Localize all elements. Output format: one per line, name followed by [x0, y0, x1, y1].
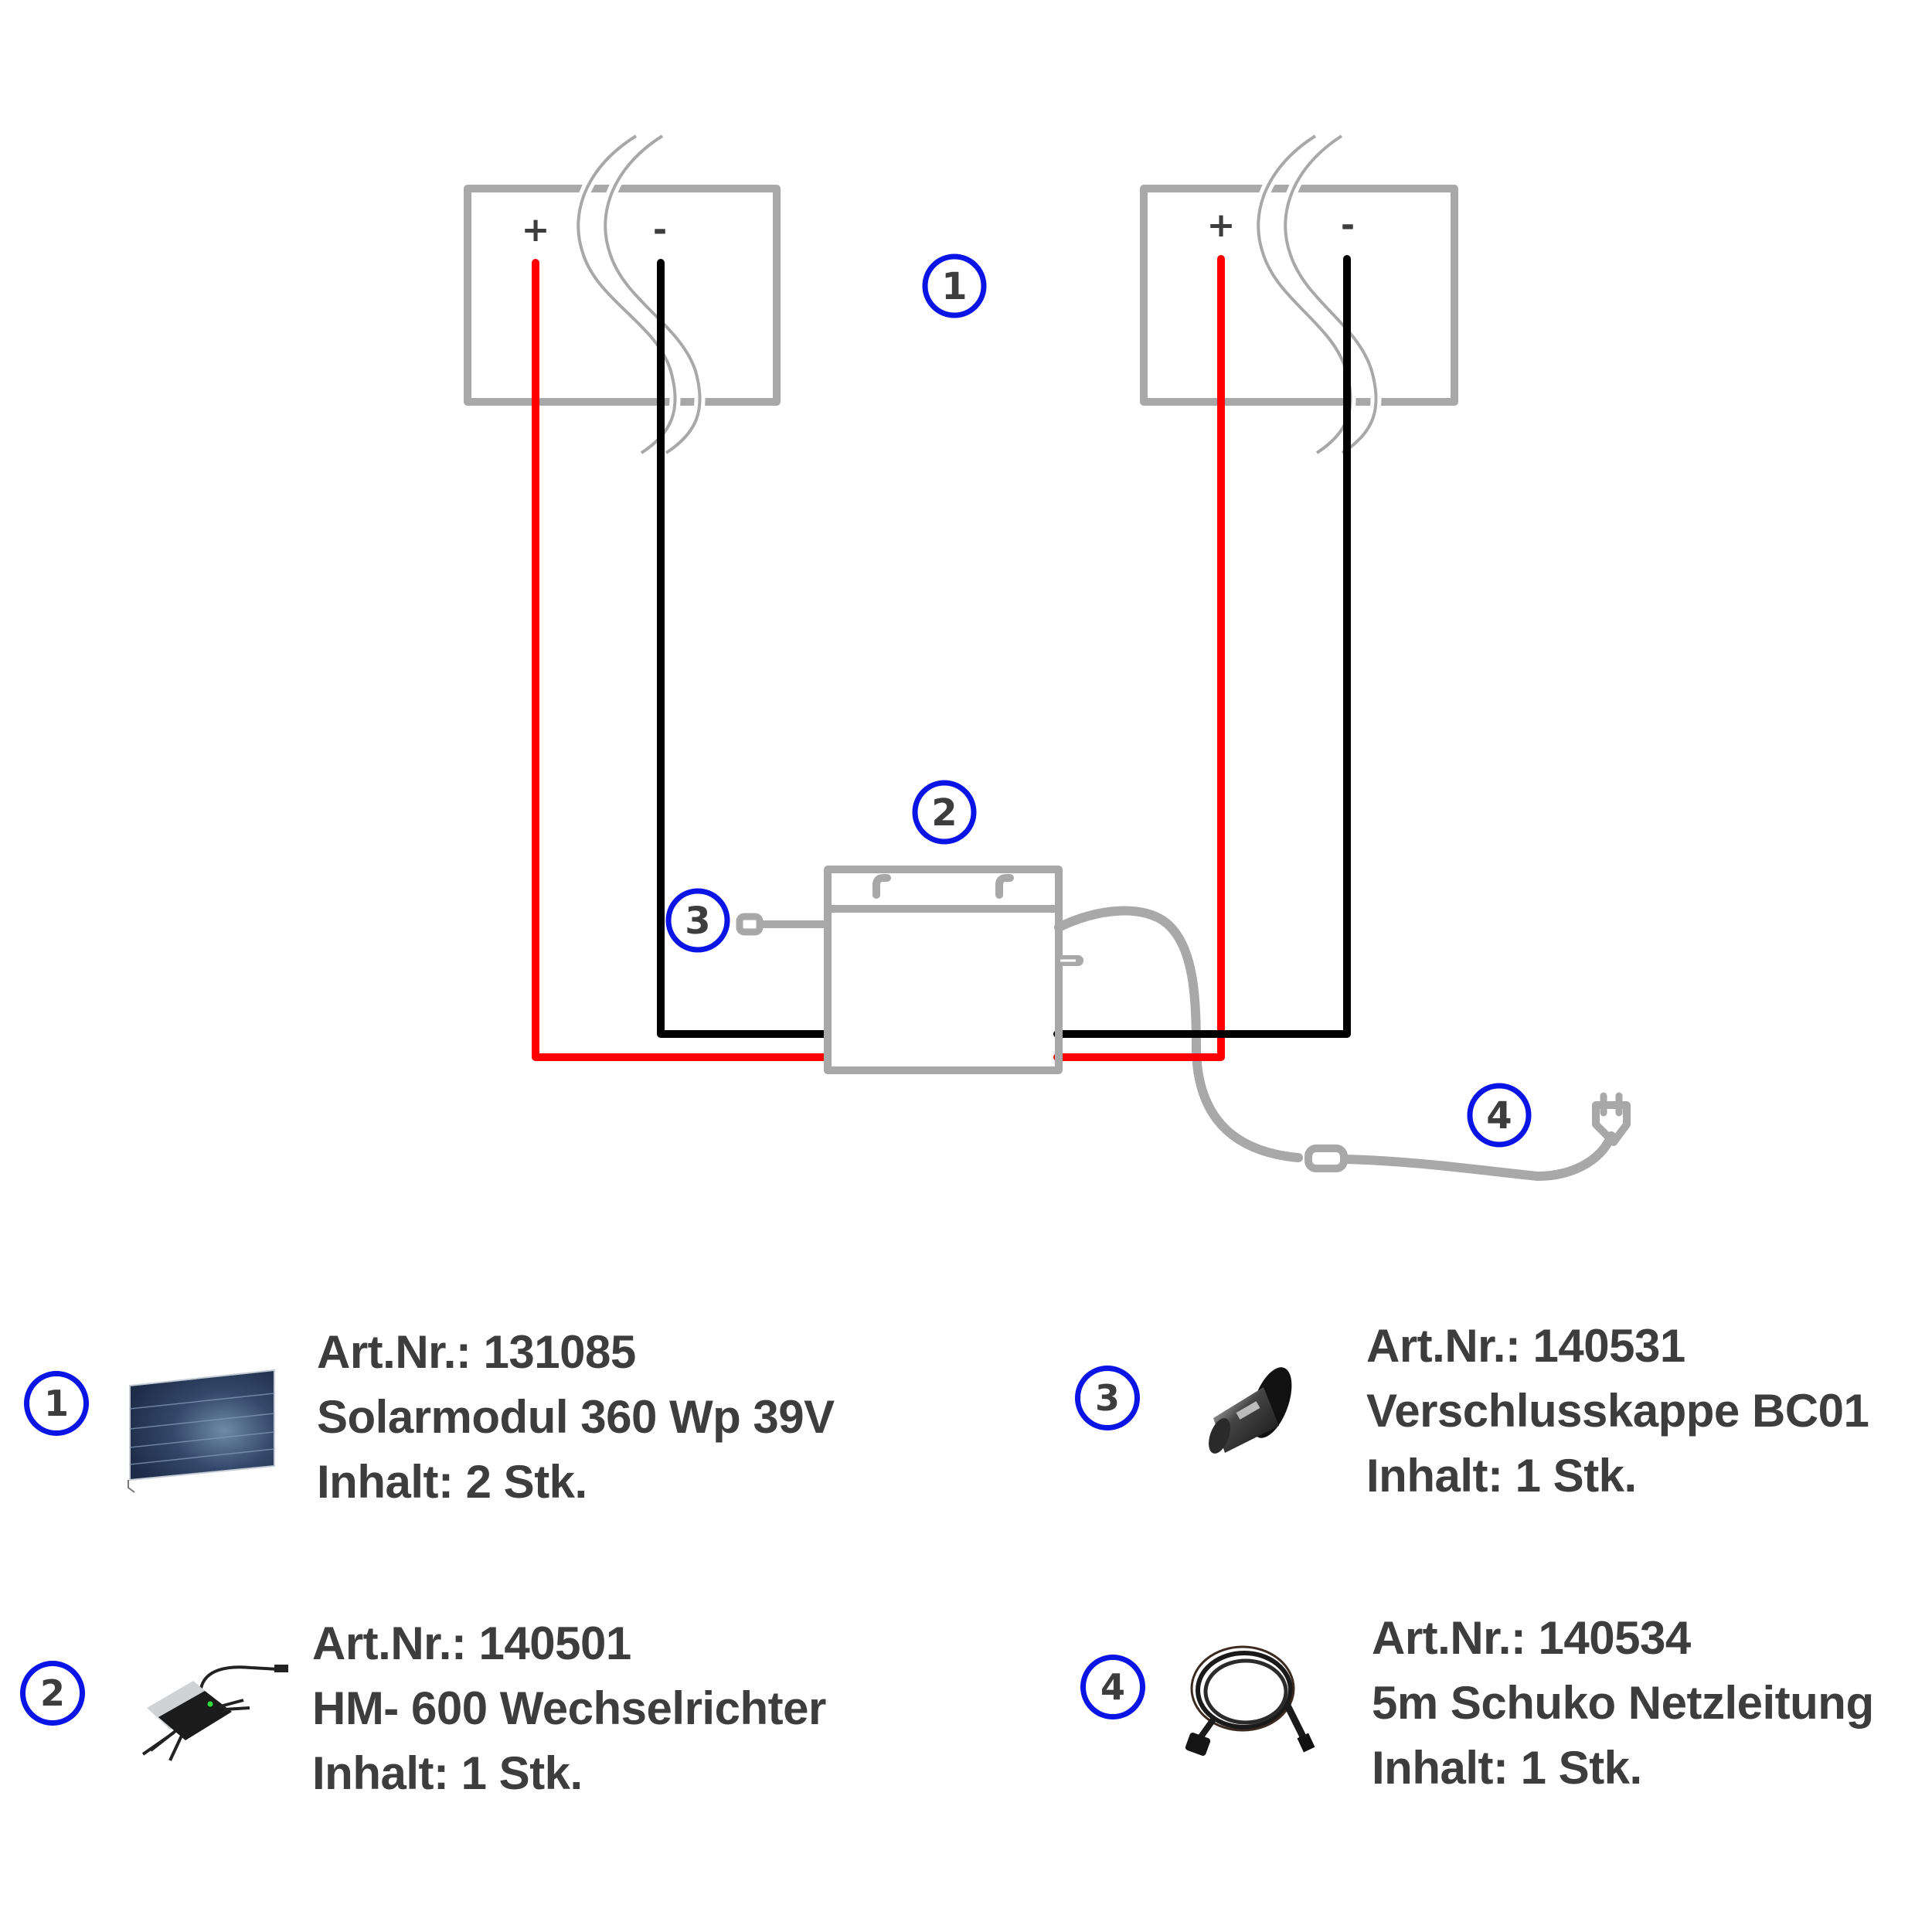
legend-art-nr: Art.Nr.: 131085 [317, 1326, 636, 1378]
schuko-plug-icon [1592, 1092, 1631, 1146]
solar-panel-left: + - [464, 131, 781, 457]
end-cap-connector [736, 913, 828, 936]
callout-4: 4 [1467, 1083, 1532, 1148]
legend-quantity: Inhalt: 1 Stk. [1366, 1450, 1637, 1502]
legend-quantity: Inhalt: 1 Stk. [312, 1747, 583, 1799]
callout-3: 3 [665, 888, 730, 953]
callout-4-label: 4 [1486, 1094, 1512, 1138]
legend-number-badge: 3 [1075, 1366, 1140, 1430]
legend-product-name: Verschlusskappe BC01 [1366, 1385, 1869, 1437]
solar-panel-icon [128, 1369, 275, 1493]
legend-art-nr: Art.Nr.: 140534 [1372, 1612, 1691, 1664]
cable-connector-icon [1304, 1145, 1348, 1172]
wiring-diagram: + - + - [464, 131, 1631, 1182]
legend-number-badge: 2 [20, 1661, 85, 1726]
minus-terminal-label: - [653, 210, 667, 250]
legend-art-nr: Art.Nr.: 140531 [1366, 1320, 1685, 1372]
callout-1: 1 [922, 253, 987, 318]
ac-cable [1054, 906, 1631, 1182]
legend-product-name: 5m Schuko Netzleitung [1372, 1677, 1874, 1729]
legend-quantity: Inhalt: 2 Stk. [317, 1456, 587, 1508]
positive-wires [532, 255, 1225, 1061]
legend-art-nr: Art.Nr.: 140501 [312, 1617, 631, 1669]
inverter-box [824, 866, 1083, 1074]
plus-terminal-label: + [1207, 206, 1236, 245]
micro-inverter-icon [141, 1665, 288, 1761]
schuko-cable-icon [1185, 1645, 1315, 1756]
solar-panel-right: + - [1140, 131, 1458, 457]
legend-quantity: Inhalt: 1 Stk. [1372, 1742, 1642, 1794]
callout-2: 2 [912, 780, 977, 845]
minus-terminal-label: - [1341, 206, 1355, 245]
legend-product-name: HM- 600 Wechselrichter [312, 1682, 826, 1734]
callout-2-label: 2 [931, 791, 957, 835]
plus-terminal-label: + [522, 210, 550, 250]
legend-number-badge: 4 [1080, 1655, 1145, 1719]
callout-1-label: 1 [941, 265, 967, 308]
end-cap-icon [1209, 1367, 1292, 1454]
callout-3-label: 3 [685, 900, 710, 943]
legend-number-badge: 1 [24, 1371, 89, 1436]
legend-product-name: Solarmodul 360 Wp 39V [317, 1391, 835, 1443]
negative-wires [657, 255, 1351, 1038]
